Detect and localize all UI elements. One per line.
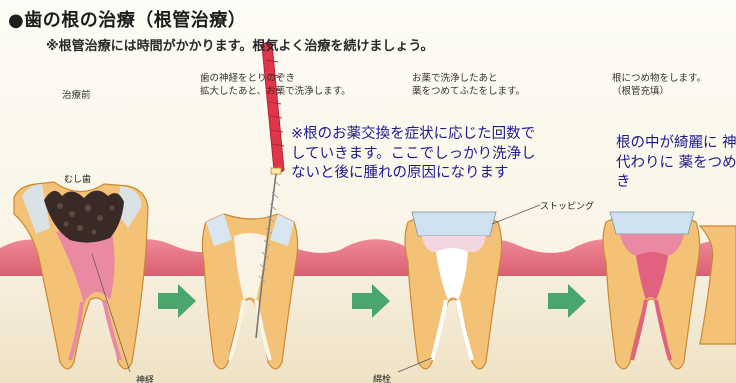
tooth-cleaning xyxy=(201,213,299,370)
page-title: ●歯の根の治療（根管治療） xyxy=(8,10,247,31)
caption-line: （根管充填） xyxy=(612,86,670,97)
caption-line: 拡大したあと、お薬で洗浄します。 xyxy=(200,86,351,97)
caption-line: 薬をつめてふたをします。 xyxy=(412,86,526,97)
label-stopping: ストッピング xyxy=(540,202,595,212)
step-caption-medication: お薬で洗浄したあと 薬をつめてふたをします。 xyxy=(412,72,525,98)
page-subtitle: ※根管治療には時間がかかります。根気よく治療を続けましょう。 xyxy=(46,39,434,54)
tooth-before xyxy=(13,181,149,373)
treatment-note: ※根のお薬交換を症状に応じた回数でしていきます。ここでしっかり洗浄しないと後に腫… xyxy=(291,126,536,181)
label-decay: むし歯 xyxy=(64,175,92,185)
step-caption-filling: 根につめ物をします。 （根管充填） xyxy=(612,72,706,98)
arrow-icon xyxy=(352,284,390,318)
caption-line: お薬で洗浄したあと xyxy=(412,73,498,84)
step-caption-before: 治療前 xyxy=(62,89,91,102)
caption-line: 根につめ物をします。 xyxy=(612,73,707,84)
step-caption-cleaning: 歯の神経をとりのぞき 拡大したあと、お薬で洗浄します。 xyxy=(200,72,351,98)
endodontic-file-icon xyxy=(255,41,285,339)
arrow-icon xyxy=(158,284,196,318)
caption-line: 歯の神経をとりのぞき xyxy=(200,73,296,84)
label-nerve: 神経 xyxy=(136,376,155,383)
arrow-icon xyxy=(548,284,586,318)
filling-note: 根の中が綺麗に 神経の代わりに 薬をつめていき xyxy=(616,135,736,190)
label-cotton: 綿栓 xyxy=(373,375,392,383)
tooth-filled xyxy=(602,211,736,370)
caption-line: 治療前 xyxy=(62,90,91,101)
tooth-medication xyxy=(397,204,541,373)
